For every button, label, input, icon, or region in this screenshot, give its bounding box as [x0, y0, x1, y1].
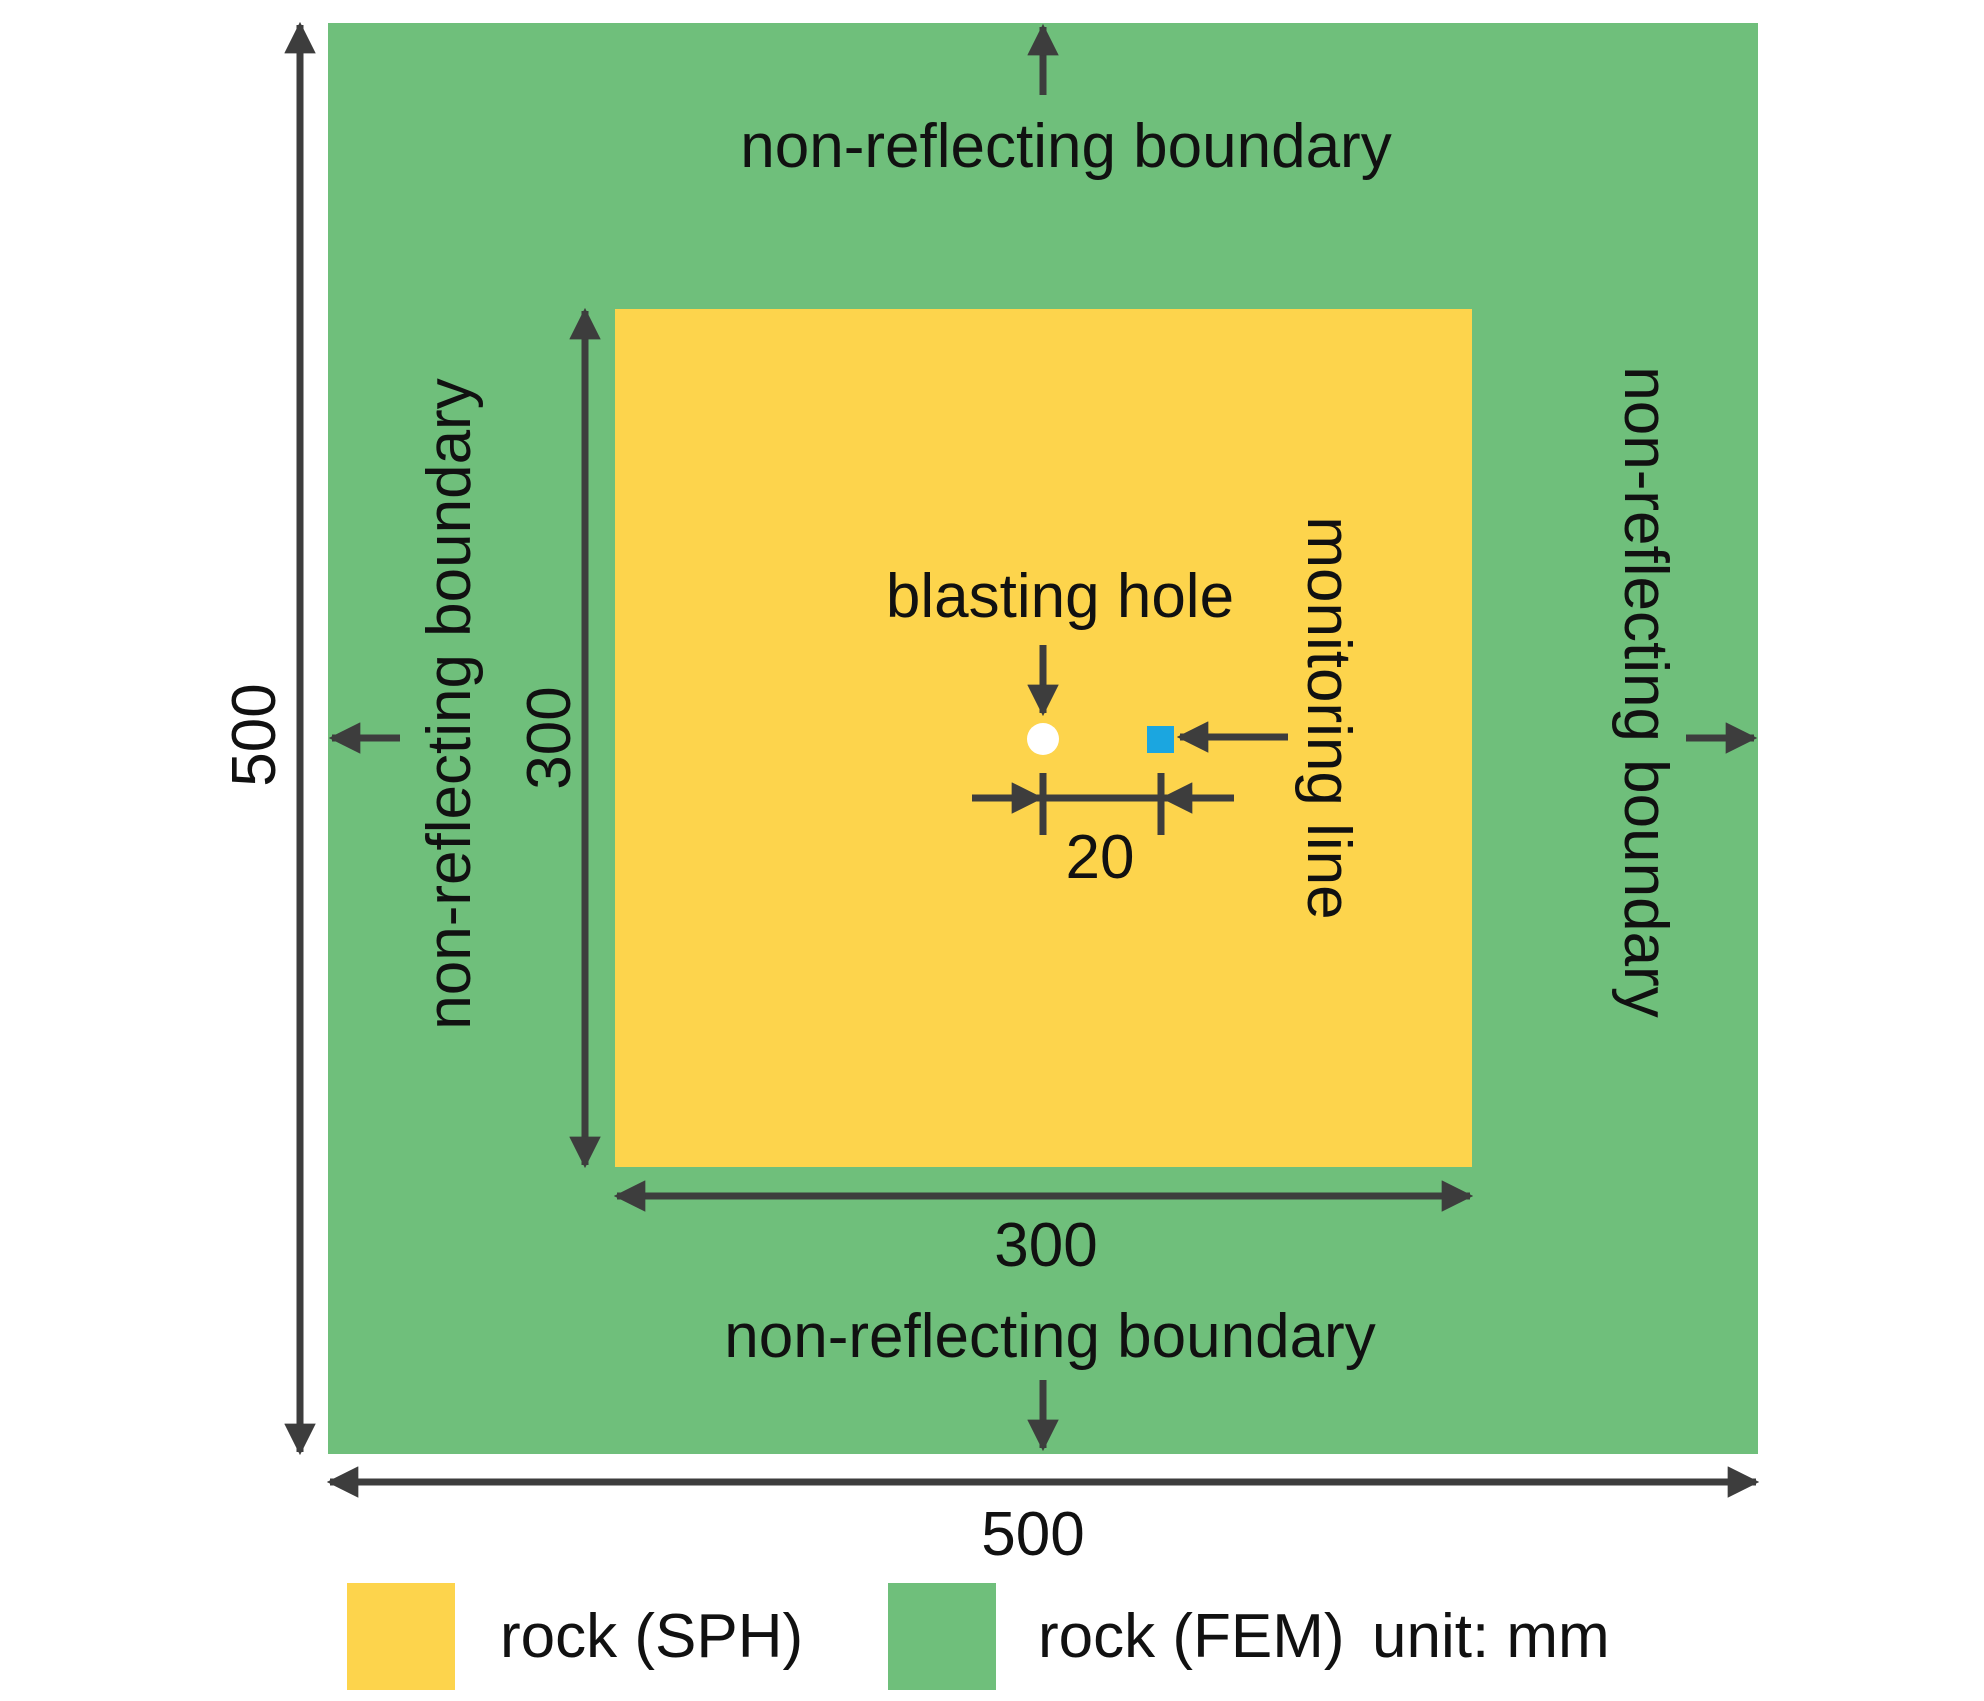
monitoring-point [1147, 726, 1174, 753]
inner-height-label: 300 [515, 686, 584, 789]
spacing-label: 20 [1066, 823, 1135, 892]
boundary-right-label: non-reflecting boundary [1611, 366, 1680, 1017]
legend-sph-label: rock (SPH) [500, 1602, 803, 1671]
outer-height-label: 500 [220, 683, 289, 786]
boundary-bottom-label: non-reflecting boundary [724, 1302, 1375, 1371]
outer-width-label: 500 [981, 1500, 1084, 1569]
monitoring-line-label: monitoring line [1294, 516, 1363, 919]
boundary-left-label: non-reflecting boundary [415, 378, 484, 1029]
blasting-hole-label: blasting hole [886, 562, 1234, 631]
boundary-top-label: non-reflecting boundary [740, 112, 1391, 181]
legend-unit-label: unit: mm [1372, 1602, 1610, 1671]
blasting-hole [1027, 723, 1059, 755]
legend-fem-label: rock (FEM) [1038, 1602, 1345, 1671]
legend-sph-swatch [347, 1583, 455, 1690]
legend-fem-swatch [888, 1583, 996, 1690]
inner-width-label: 300 [994, 1211, 1097, 1280]
